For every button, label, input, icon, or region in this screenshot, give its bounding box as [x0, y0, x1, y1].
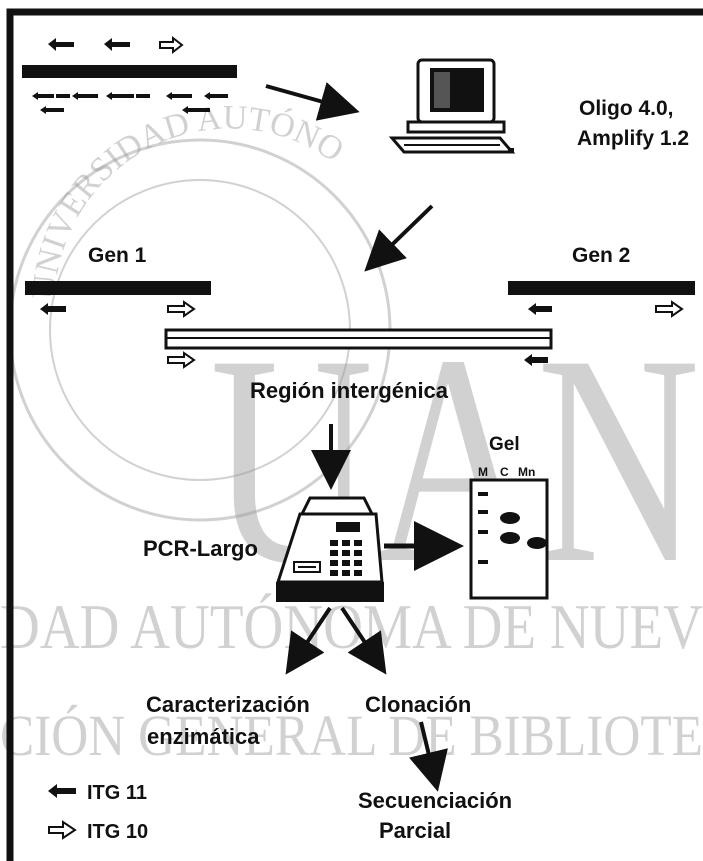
legend-hollow-arrow-icon	[48, 820, 77, 840]
watermark-line-2: CIÓN GENERAL DE BIBLIOTE	[0, 703, 703, 768]
characterization-label-1: Caracterización	[146, 692, 310, 717]
gene-2-label: Gen 2	[572, 244, 630, 267]
cloning-label: Clonación	[365, 692, 471, 717]
sequence-bar	[22, 65, 237, 78]
intergenic-label: Región intergénica	[250, 378, 449, 403]
primer-right-arrow	[159, 35, 184, 55]
sequencing-label-2: Parcial	[379, 818, 451, 843]
figure-border	[6, 8, 703, 861]
gel-lane-c: C	[500, 465, 509, 479]
intergenic-forward-primer	[167, 351, 196, 369]
gene-1-bar	[25, 281, 211, 295]
pcr-label: PCR-Largo	[143, 536, 258, 561]
gel-image	[469, 478, 549, 600]
legend-itg10-label: ITG 10	[87, 821, 148, 843]
legend: ITG 11 ITG 10	[48, 782, 148, 843]
arrow-to-sequencing	[409, 721, 448, 792]
gene-2-bar	[508, 281, 695, 295]
sequencing-label-1: Secuenciación	[358, 788, 512, 813]
intergenic-region-bar	[164, 328, 553, 350]
gene-primers	[40, 300, 684, 318]
top-primer-row	[22, 35, 237, 114]
arrow-to-computer	[265, 82, 360, 121]
intergenic-reverse-primer	[524, 354, 548, 366]
primer-left-arrow	[48, 38, 74, 51]
gel-lane-m: M	[478, 465, 488, 479]
arrow-to-cloning	[340, 606, 387, 675]
primer-left-arrow	[104, 38, 130, 51]
software-line-1: Oligo 4.0,	[579, 97, 674, 120]
pcr-machine-icon	[275, 496, 384, 602]
characterization-label-2: enzimática	[147, 724, 260, 749]
legend-itg11-label: ITG 11	[87, 782, 147, 804]
gel-lane-mn: Mn	[518, 465, 535, 479]
software-line-2: Amplify 1.2	[577, 127, 689, 150]
arrow-to-characterization	[285, 606, 332, 675]
gel-title: Gel	[489, 434, 520, 455]
gene-1-label: Gen 1	[88, 244, 147, 267]
legend-filled-arrow-icon	[48, 784, 76, 798]
arrow-from-computer	[364, 204, 434, 272]
computer-icon	[388, 58, 516, 154]
